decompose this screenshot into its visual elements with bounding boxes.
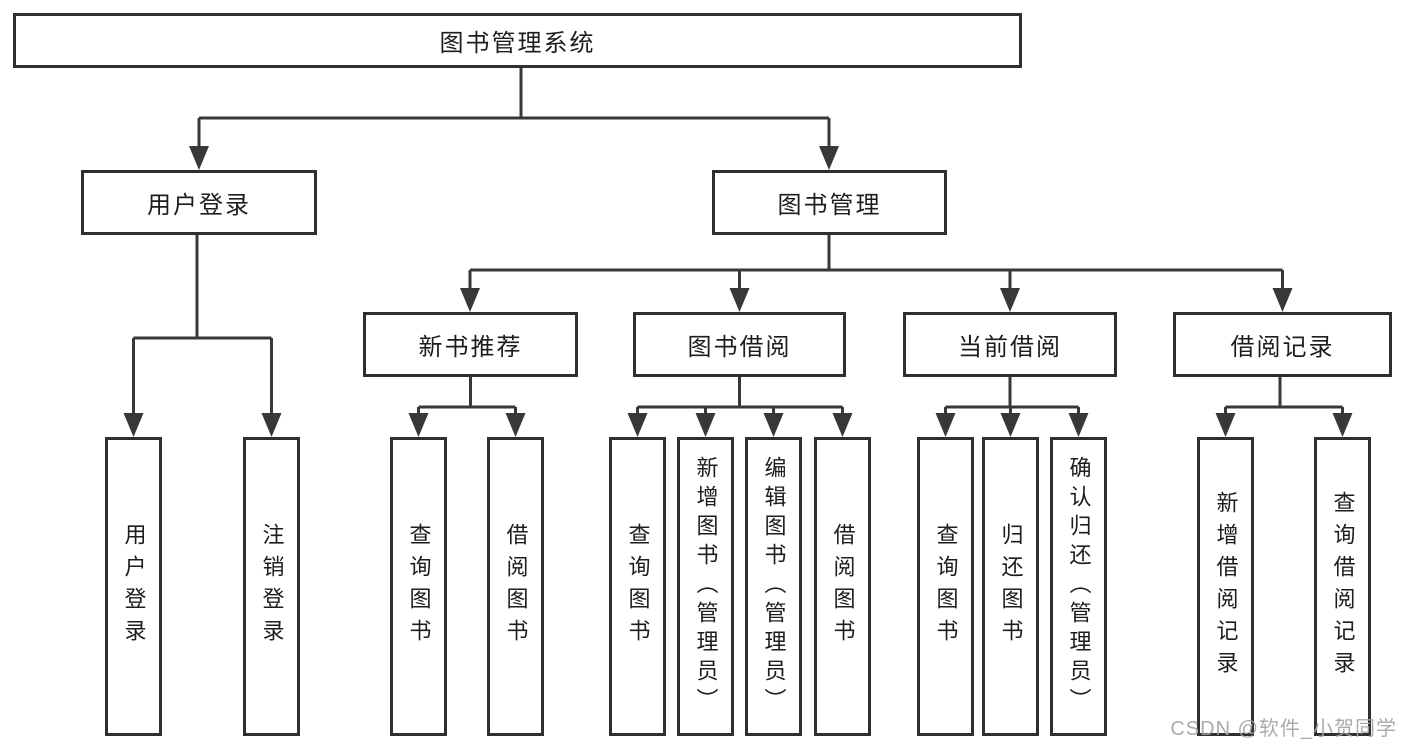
node-query-borrow-record: 查询借阅记录 <box>1314 437 1371 736</box>
node-label: 借阅记录 <box>1230 334 1335 361</box>
node-label: 新增借阅记录 <box>1213 490 1239 683</box>
node-label: 查询图书 <box>625 522 651 651</box>
connector-book-mgmt-to-level3 <box>460 235 1293 312</box>
node-borrow-record: 借阅记录 <box>1173 312 1392 377</box>
node-label: 图书借阅 <box>687 334 792 361</box>
node-label: 当前借阅 <box>958 334 1062 361</box>
node-current-borrow: 当前借阅 <box>903 312 1117 377</box>
connector-root-to-level2 <box>189 68 839 170</box>
connector-book-borrow-children <box>627 377 853 437</box>
node-query-book-1: 查询图书 <box>390 437 447 736</box>
node-label: 借阅图书 <box>503 522 529 651</box>
connector-new-book-children <box>408 377 526 437</box>
watermark: CSDN @软件_小贺同学 <box>1170 718 1397 740</box>
connector-user-login-children <box>123 235 282 437</box>
node-book-management: 图书管理 <box>712 170 947 235</box>
node-user-login: 用户登录 <box>81 170 317 235</box>
node-label: 图书管理系统 <box>439 30 596 57</box>
node-label: 借阅图书 <box>830 522 856 651</box>
node-confirm-return-admin: 确认归还（管理员） <box>1050 437 1107 736</box>
connector-borrow-record-children <box>1215 377 1353 437</box>
node-label: 归还图书 <box>998 522 1024 651</box>
node-user-login-leaf: 用户登录 <box>105 437 162 736</box>
node-book-borrow: 图书借阅 <box>633 312 846 377</box>
node-return-book: 归还图书 <box>982 437 1039 736</box>
node-label: 注销登录 <box>259 522 285 651</box>
node-query-book-2: 查询图书 <box>609 437 666 736</box>
node-label: 查询借阅记录 <box>1330 490 1356 683</box>
connector-current-borrow-children <box>935 377 1089 437</box>
node-add-book-admin: 新增图书（管理员） <box>677 437 734 736</box>
node-logout: 注销登录 <box>243 437 300 736</box>
node-label: 编辑图书（管理员） <box>761 456 787 717</box>
node-label: 查询图书 <box>933 522 959 651</box>
node-new-book-recommend: 新书推荐 <box>363 312 578 377</box>
node-label: 用户登录 <box>121 522 147 651</box>
node-edit-book-admin: 编辑图书（管理员） <box>745 437 802 736</box>
node-label: 图书管理 <box>777 192 882 219</box>
node-add-borrow-record: 新增借阅记录 <box>1197 437 1254 736</box>
node-label: 新书推荐 <box>418 334 523 361</box>
node-label: 查询图书 <box>406 522 432 651</box>
node-system-root: 图书管理系统 <box>13 13 1022 68</box>
node-borrow-book-1: 借阅图书 <box>487 437 544 736</box>
node-label: 新增图书（管理员） <box>693 456 719 717</box>
node-label: 确认归还（管理员） <box>1066 456 1092 717</box>
node-query-book-3: 查询图书 <box>917 437 974 736</box>
node-borrow-book-2: 借阅图书 <box>814 437 871 736</box>
node-label: 用户登录 <box>147 192 251 219</box>
